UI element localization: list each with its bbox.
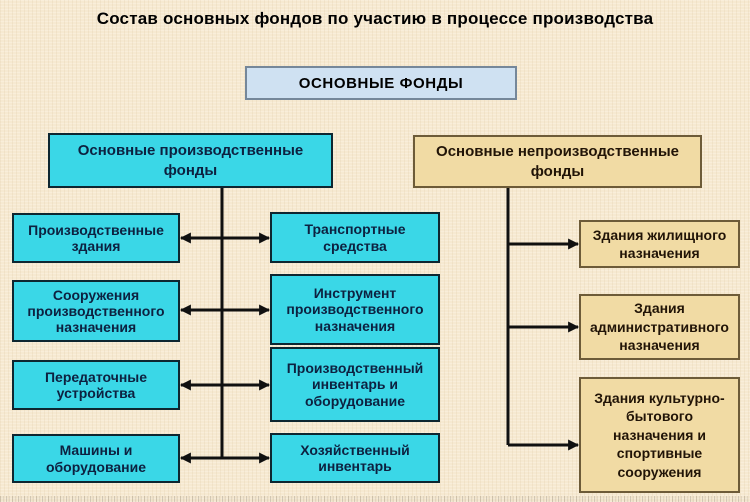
node-residential-buildings: Здания жилищного назначения — [579, 220, 740, 268]
bottom-edge-texture — [0, 496, 750, 502]
node-production-tools: Инструмент производственного назначения — [270, 274, 440, 345]
node-production-inventory: Производственный инвентарь и оборудовани… — [270, 347, 440, 422]
node-machines-equipment: Машины и оборудование — [12, 434, 180, 483]
node-administrative-buildings: Здания административного назначения — [579, 294, 740, 360]
node-cultural-sports-buildings: Здания культурно-бытового назначения и с… — [579, 377, 740, 493]
node-household-inventory: Хозяйственный инвентарь — [270, 433, 440, 483]
node-transmission-devices: Передаточные устройства — [12, 360, 180, 410]
page-title: Состав основных фондов по участию в проц… — [96, 9, 654, 28]
header-production-assets: Основные производственные фонды — [48, 133, 333, 188]
header-nonproduction-assets: Основные непроизводственные фонды — [413, 135, 702, 188]
node-production-structures: Сооружения производственного назначения — [12, 280, 180, 342]
node-fixed-assets: ОСНОВНЫЕ ФОНДЫ — [245, 66, 517, 100]
node-production-buildings: Производственные здания — [12, 213, 180, 263]
node-transport-vehicles: Транспортные средства — [270, 212, 440, 263]
